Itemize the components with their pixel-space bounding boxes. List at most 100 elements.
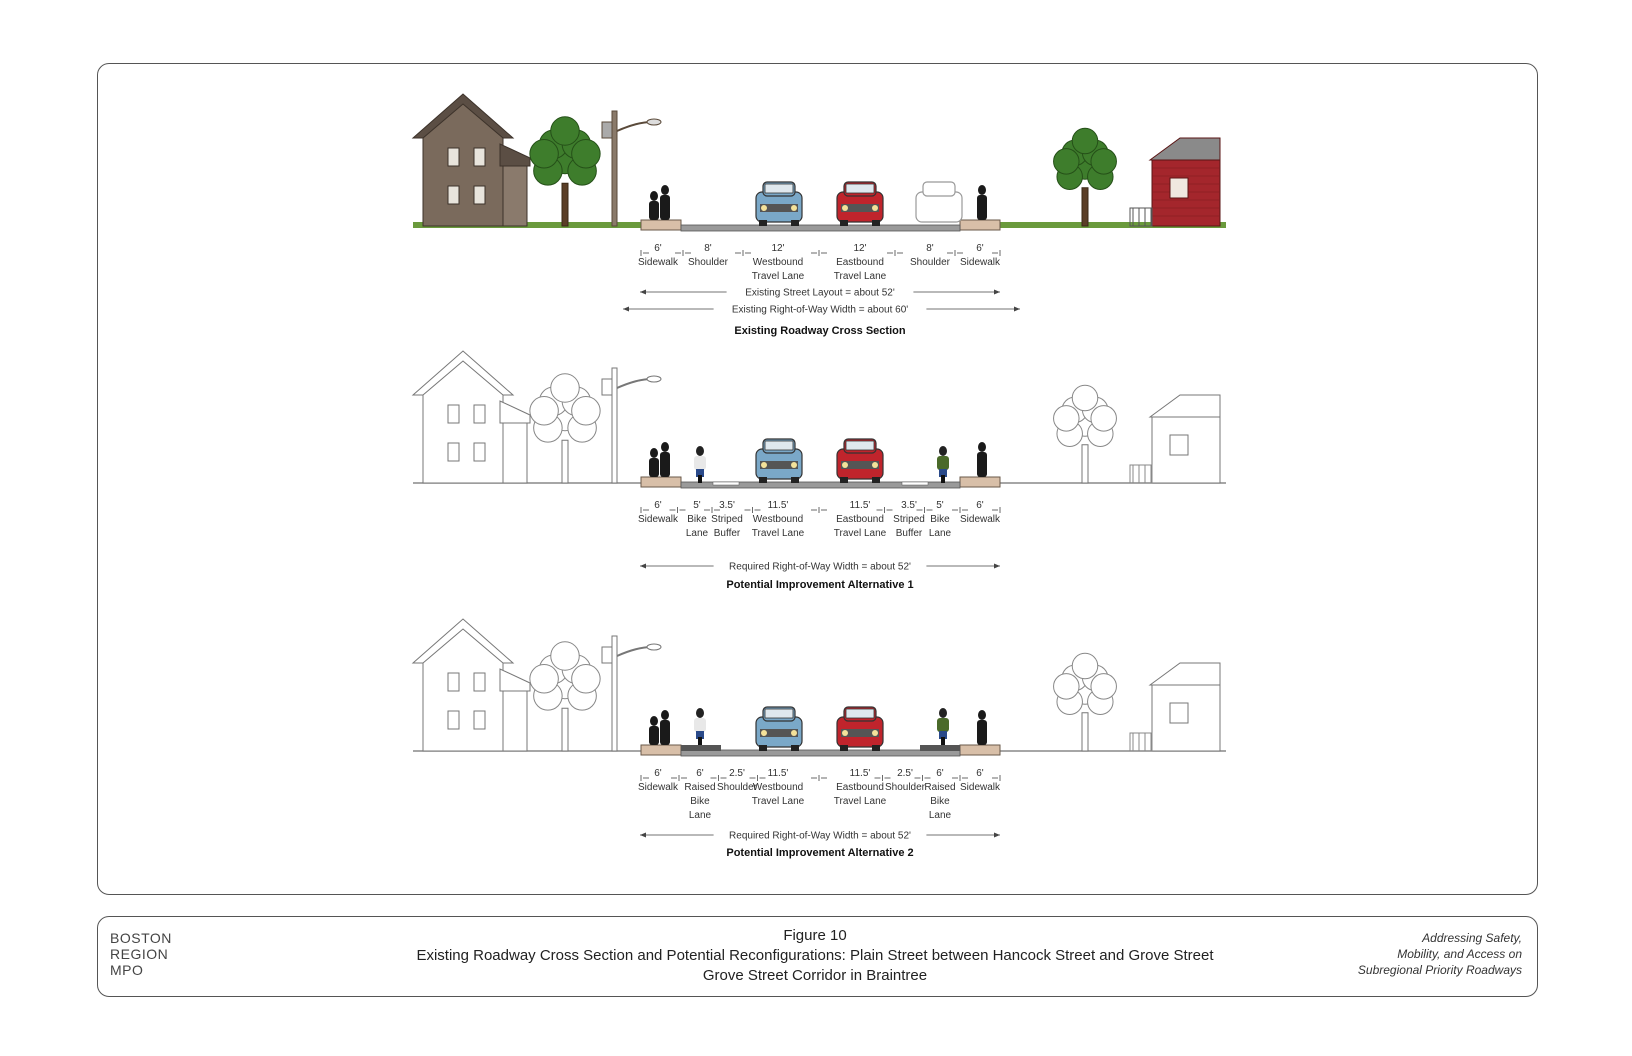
lane-name-label: Sidewalk [960,782,1001,793]
streetlight-arm [616,646,653,657]
dimension-label-bg [713,827,927,841]
cross-section-3: 6'Sidewalk6'RaisedBikeLane2.5'Shoulder11… [411,618,1226,859]
person-body [977,720,987,745]
house-body [422,97,504,227]
lane-width-label: 2.5' [729,768,745,779]
car-tire [791,220,799,226]
car-windshield [764,183,794,194]
person-body [660,195,670,220]
footer-frame [97,916,1538,997]
person-body [649,458,659,477]
tree-foliage [1053,148,1080,175]
house-steps [1129,464,1153,484]
lane-width-label: 12' [853,243,866,254]
lane-name-label: Bike [930,796,950,807]
house-window [447,442,460,462]
house-window [473,185,486,205]
streetlight-pole [611,110,618,227]
streetlight-lamp [646,375,662,383]
person-head [650,448,658,458]
lane-width-label: 6' [654,768,662,779]
car-tire [791,477,799,483]
program-line: Addressing Safety, [1422,931,1522,945]
lane-name-label: Travel Lane [834,271,887,282]
car-grille [760,204,798,212]
lane-name-label: Striped [711,514,743,525]
lane-name-label: Sidewalk [638,782,679,793]
car-grille [841,461,879,469]
car-headlight [872,730,878,736]
person-head [978,185,986,195]
person-head [650,191,658,201]
lane-name-label: Lane [686,528,709,539]
figure-title: Existing Roadway Cross Section and Poten… [416,947,1214,964]
car-headlight [791,205,797,211]
house-roof [1148,137,1221,161]
person-body [649,726,659,745]
car-tire [759,477,767,483]
program-line: Mobility, and Access on [1397,947,1522,961]
lane-width-label: 12' [771,243,784,254]
sidewalk-right [959,744,1001,756]
lane-name-label: Travel Lane [752,528,805,539]
car-headlight [872,462,878,468]
lane-width-label: 3.5' [719,500,735,511]
raised-bike-lane-right [920,745,960,751]
house-window [473,442,486,462]
house-porch [502,165,528,227]
person-body [649,201,659,220]
dimension-label: Required Right-of-Way Width = about 52' [729,562,911,573]
car-tire [840,745,848,751]
car-headlight [761,730,767,736]
house-steps [1129,207,1153,227]
section-caption: Potential Improvement Alternative 2 [726,847,913,859]
lane-width-label: 5' [693,500,701,511]
brand-line: REGION [110,946,169,962]
house-window [447,404,460,424]
bicycle-wheel [698,475,702,483]
house-window [1169,177,1189,199]
house-steps [1129,732,1153,752]
lane-name-label: Sidewalk [638,514,679,525]
streetlight-pole [611,635,618,752]
streetlight-pole [611,367,618,484]
house-roof [411,350,515,396]
tree-foliage [550,373,580,403]
cyclist-torso [694,456,706,470]
house-porch [502,690,528,752]
house-roof [1148,394,1221,418]
person-body [977,452,987,477]
streetlight-arm [616,378,653,389]
car-tire [840,220,848,226]
lane-name-label: Sidewalk [638,257,679,268]
dimension-label-bg [726,284,914,298]
lane-name-label: Bike [690,796,710,807]
car-headlight [842,730,848,736]
sidewalk-right [959,476,1001,488]
cyclist-torso [694,718,706,732]
person-body [977,195,987,220]
lane-width-label: 6' [936,768,944,779]
raised-bike-lane-left [681,745,721,751]
person-body [660,720,670,745]
tree-trunk [1081,712,1089,752]
section-caption: Existing Roadway Cross Section [734,325,905,337]
bicycle-wheel [941,737,945,745]
car-headlight [842,205,848,211]
house-window [1169,702,1189,724]
dimension-label-bg [713,558,927,572]
lane-name-label: Buffer [714,528,741,539]
brand-logo: BOSTON REGION MPO [110,930,172,978]
lane-name-label: Bike [687,514,707,525]
tree-trunk [561,439,569,484]
lane-name-label: Eastbound [836,782,884,793]
house-window [1169,434,1189,456]
car-tire [840,477,848,483]
bicycle-wheel [698,737,702,745]
tree-foliage [1071,127,1099,155]
tree-foliage [1053,673,1080,700]
dimension-arrow [994,289,1000,295]
grass-right [1000,222,1226,228]
tree-foliage [1053,405,1080,432]
car-tire [872,477,880,483]
